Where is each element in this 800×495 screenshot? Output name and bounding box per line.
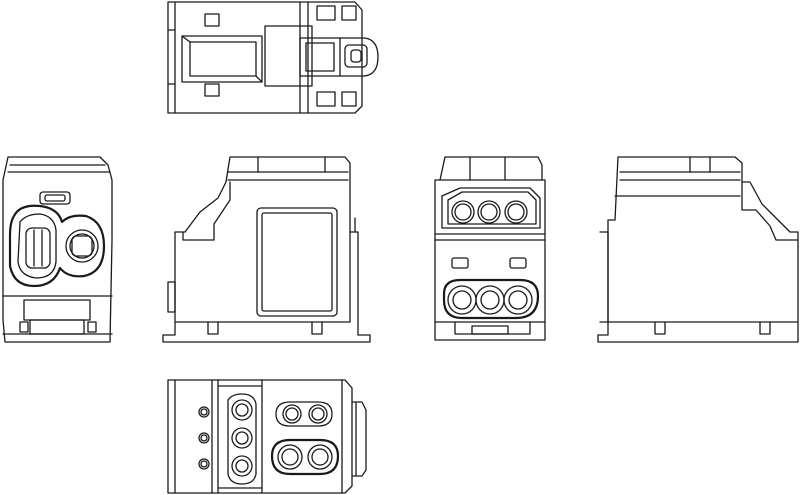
right-side-view — [597, 156, 799, 343]
bottom-view — [167, 379, 367, 494]
rear-view — [434, 156, 546, 341]
left-side-view — [2, 156, 113, 343]
top-view — [167, 1, 379, 114]
front-view — [162, 156, 371, 343]
